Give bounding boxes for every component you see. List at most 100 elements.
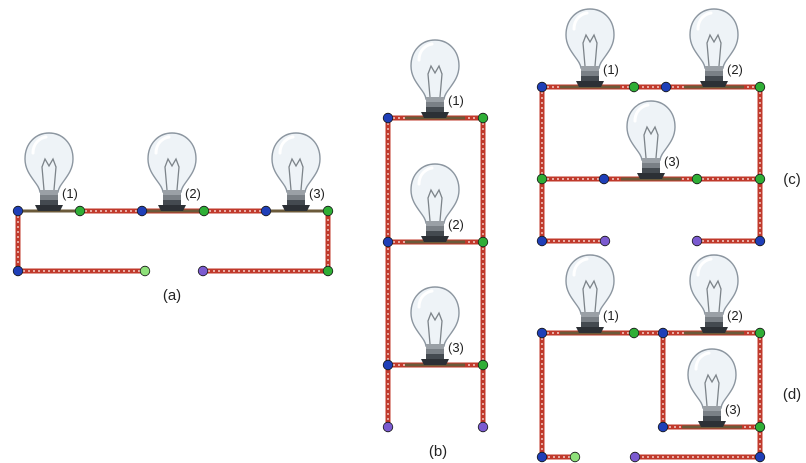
- terminal-node: [754, 421, 766, 433]
- bulb-label: (1): [603, 308, 619, 323]
- wire: [539, 333, 575, 460]
- light-bulb: (1): [19, 132, 79, 213]
- bulb-socket: [282, 205, 310, 211]
- light-bulb: (2): [684, 254, 744, 335]
- bulb-filament: [427, 188, 443, 222]
- bulb-socket: [421, 236, 449, 242]
- wire: [697, 87, 763, 244]
- circuit-caption: (b): [429, 443, 447, 460]
- light-bulb: (2): [405, 163, 465, 244]
- light-bulb: (2): [142, 132, 202, 213]
- bulb-glass: [271, 132, 321, 193]
- bulb-label: (2): [727, 308, 743, 323]
- bulb-socket: [421, 359, 449, 365]
- bulb-glass: [410, 39, 460, 100]
- bulb-label: (3): [725, 402, 741, 417]
- terminal-node: [599, 235, 611, 247]
- circuit-b: (1) (2) (3) (b): [382, 39, 489, 460]
- bulb-filament: [582, 33, 598, 67]
- terminal-node: [260, 205, 272, 217]
- terminal-node: [754, 235, 766, 247]
- bulb-label: (3): [664, 154, 680, 169]
- bulb-label: (1): [603, 62, 619, 77]
- terminal-node: [477, 359, 489, 371]
- terminal-node: [536, 235, 548, 247]
- terminal-node: [691, 173, 703, 185]
- bulb-glass: [626, 100, 676, 161]
- bulb-filament: [41, 157, 57, 191]
- bulb-socket: [421, 112, 449, 118]
- terminal-node: [477, 236, 489, 248]
- terminal-node: [322, 205, 334, 217]
- bulb-glass: [410, 286, 460, 347]
- terminal-node: [12, 265, 24, 277]
- bulb-socket: [576, 81, 604, 87]
- bulb-filament: [582, 279, 598, 313]
- bulb-filament: [704, 373, 720, 407]
- terminal-node: [136, 205, 148, 217]
- light-bulb: (1): [405, 39, 465, 120]
- light-bulb: (1): [560, 254, 620, 335]
- terminal-node: [139, 265, 151, 277]
- bulb-socket: [576, 327, 604, 333]
- terminal-node: [754, 173, 766, 185]
- bulb-socket: [698, 421, 726, 427]
- circuit-caption: (c): [783, 171, 801, 188]
- terminal-node: [382, 236, 394, 248]
- bulb-label: (2): [448, 217, 464, 232]
- terminal-node: [536, 173, 548, 185]
- terminal-node: [754, 451, 766, 463]
- bulb-filament: [164, 157, 180, 191]
- terminal-node: [598, 173, 610, 185]
- bulb-glass: [410, 163, 460, 224]
- bulb-filament: [643, 125, 659, 159]
- wire: [203, 211, 331, 274]
- circuit-a: (1) (2) (3) (a): [12, 132, 334, 304]
- bulb-label: (2): [185, 186, 201, 201]
- terminal-node: [657, 327, 669, 339]
- terminal-node: [691, 235, 703, 247]
- bulb-socket: [700, 327, 728, 333]
- circuit-c: (1) (2) (3) (c): [536, 8, 801, 247]
- bulb-glass: [147, 132, 197, 193]
- light-bulb: (1): [560, 8, 620, 89]
- terminal-node: [629, 451, 641, 463]
- terminal-node: [754, 327, 766, 339]
- terminal-node: [197, 265, 209, 277]
- light-bulb: (3): [621, 100, 681, 181]
- terminal-node: [477, 112, 489, 124]
- bulb-glass: [689, 8, 739, 69]
- terminal-node: [198, 205, 210, 217]
- terminal-node: [754, 81, 766, 93]
- light-bulb: (3): [682, 348, 742, 429]
- bulb-socket: [158, 205, 186, 211]
- terminal-node: [12, 205, 24, 217]
- terminal-node: [382, 112, 394, 124]
- terminal-node: [477, 421, 489, 433]
- light-bulb: (3): [266, 132, 326, 213]
- terminal-node: [628, 327, 640, 339]
- terminal-node: [657, 421, 669, 433]
- circuit-caption: (a): [163, 287, 181, 304]
- terminal-node: [628, 81, 640, 93]
- terminal-node: [660, 81, 672, 93]
- bulb-label: (1): [448, 93, 464, 108]
- bulb-label: (2): [727, 62, 743, 77]
- bulb-socket: [637, 173, 665, 179]
- terminal-node: [536, 81, 548, 93]
- bulb-filament: [427, 311, 443, 345]
- terminal-node: [322, 265, 334, 277]
- circuit-d: (1) (2) (3) (d): [536, 254, 801, 463]
- bulb-label: (1): [62, 186, 78, 201]
- terminal-node: [74, 205, 86, 217]
- terminal-node: [536, 327, 548, 339]
- wire: [539, 87, 605, 244]
- bulb-socket: [700, 81, 728, 87]
- bulb-glass: [24, 132, 74, 193]
- bulb-filament: [427, 64, 443, 98]
- terminal-node: [569, 451, 581, 463]
- bulb-label: (3): [309, 186, 325, 201]
- circuit-caption: (d): [783, 386, 801, 403]
- bulb-label: (3): [448, 340, 464, 355]
